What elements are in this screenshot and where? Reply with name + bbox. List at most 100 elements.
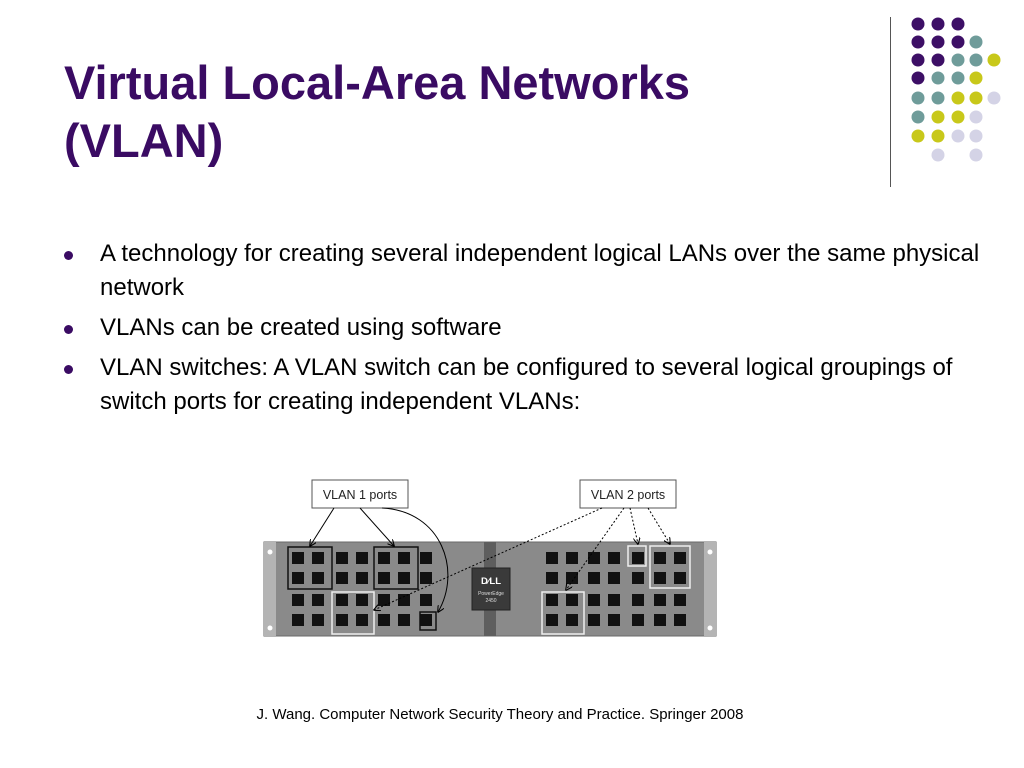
- switch-port: [292, 614, 304, 626]
- decorative-vertical-line: [890, 17, 891, 187]
- bullet-item: VLAN switches: A VLAN switch can be conf…: [64, 351, 984, 419]
- switch-port: [336, 614, 348, 626]
- dot: [931, 91, 945, 105]
- switch-port: [292, 594, 304, 606]
- vlan2-arrow: [629, 507, 638, 544]
- dot: [911, 53, 925, 67]
- switch-port: [378, 594, 390, 606]
- switch-port: [312, 572, 324, 584]
- bullet-text: VLANs can be created using software: [100, 314, 502, 341]
- switch-port: [356, 614, 368, 626]
- model-name: PowerEdge: [478, 591, 504, 597]
- switch-port: [398, 614, 410, 626]
- dot: [911, 91, 925, 105]
- dot: [951, 35, 965, 49]
- citation-caption: J. Wang. Computer Network Security Theor…: [256, 706, 744, 723]
- dot: [911, 129, 925, 143]
- switch-port: [546, 614, 558, 626]
- brand-logo: D∕LL: [481, 576, 501, 587]
- vlan2-arrow: [647, 507, 670, 544]
- dot: [931, 17, 945, 31]
- slide-title: Virtual Local-Area Networks (VLAN): [64, 54, 864, 170]
- switch-port: [292, 552, 304, 564]
- switch-ports: [292, 552, 686, 626]
- switch-port: [608, 594, 620, 606]
- bullet-list: A technology for creating several indepe…: [64, 237, 984, 425]
- switch-port: [674, 594, 686, 606]
- switch-port: [546, 594, 558, 606]
- switch-port: [654, 552, 666, 564]
- switch-port: [632, 572, 644, 584]
- switch-port: [398, 572, 410, 584]
- dot: [951, 129, 965, 143]
- dot: [931, 110, 945, 124]
- switch-port: [356, 552, 368, 564]
- switch-port: [398, 552, 410, 564]
- switch-port: [356, 594, 368, 606]
- bullet-dot-icon: [64, 251, 73, 260]
- switch-port: [654, 614, 666, 626]
- switch-port: [566, 552, 578, 564]
- vlan2-port-group: [331, 591, 375, 635]
- switch-port: [378, 614, 390, 626]
- switch-port: [378, 552, 390, 564]
- switch-port: [312, 594, 324, 606]
- dot: [969, 110, 983, 124]
- dot: [951, 53, 965, 67]
- switch-port: [336, 552, 348, 564]
- bullet-text: A technology for creating several indepe…: [100, 240, 980, 301]
- switch-port: [420, 552, 432, 564]
- vlan2-label: VLAN 2 ports: [591, 488, 665, 502]
- switch-port: [608, 572, 620, 584]
- bullet-dot-icon: [64, 325, 73, 334]
- vlan1-port-group: [373, 546, 419, 590]
- vlan1-label: VLAN 1 ports: [323, 488, 397, 502]
- switch-port: [632, 614, 644, 626]
- switch-port: [378, 572, 390, 584]
- dot: [911, 110, 925, 124]
- rack-screw-icon: [267, 625, 273, 631]
- bullet-item: A technology for creating several indepe…: [64, 237, 984, 305]
- switch-port: [608, 552, 620, 564]
- switch-port: [674, 552, 686, 564]
- switch-port: [356, 572, 368, 584]
- vlan2-arrow: [374, 507, 603, 610]
- switch-port: [588, 552, 600, 564]
- dot: [931, 71, 945, 85]
- bullet-dot-icon: [64, 365, 73, 374]
- dot: [951, 17, 965, 31]
- switch-port: [420, 594, 432, 606]
- switch-port: [654, 594, 666, 606]
- switch-port: [546, 572, 558, 584]
- switch-port: [566, 572, 578, 584]
- switch-port: [336, 572, 348, 584]
- vlan1-arrow: [359, 507, 394, 546]
- dot: [969, 35, 983, 49]
- switch-port: [588, 572, 600, 584]
- switch-port: [588, 614, 600, 626]
- bullet-item: VLANs can be created using software: [64, 311, 984, 345]
- vlan-switch-diagram: VLAN 1 ports VLAN 2 ports D∕LL PowerEdge…: [263, 479, 717, 637]
- dot: [931, 53, 945, 67]
- switch-port: [566, 614, 578, 626]
- switch-port: [674, 614, 686, 626]
- rack-screw-icon: [267, 549, 273, 555]
- bullet-text: VLAN switches: A VLAN switch can be conf…: [100, 354, 953, 415]
- vlan1-label-box: [311, 479, 409, 509]
- switch-port: [336, 594, 348, 606]
- switch-port: [420, 572, 432, 584]
- dot: [951, 110, 965, 124]
- dot: [931, 35, 945, 49]
- dot: [951, 91, 965, 105]
- switch-port: [546, 552, 558, 564]
- dot: [931, 129, 945, 143]
- switch-port: [420, 614, 432, 626]
- vlan2-port-group: [541, 591, 585, 635]
- dot: [951, 71, 965, 85]
- switch-port: [398, 594, 410, 606]
- vlan1-port-group: [419, 611, 437, 631]
- vlan2-port-group: [627, 545, 647, 567]
- vlan1-arrow: [310, 507, 335, 546]
- switch-right-rail: [704, 542, 716, 636]
- dot: [969, 148, 983, 162]
